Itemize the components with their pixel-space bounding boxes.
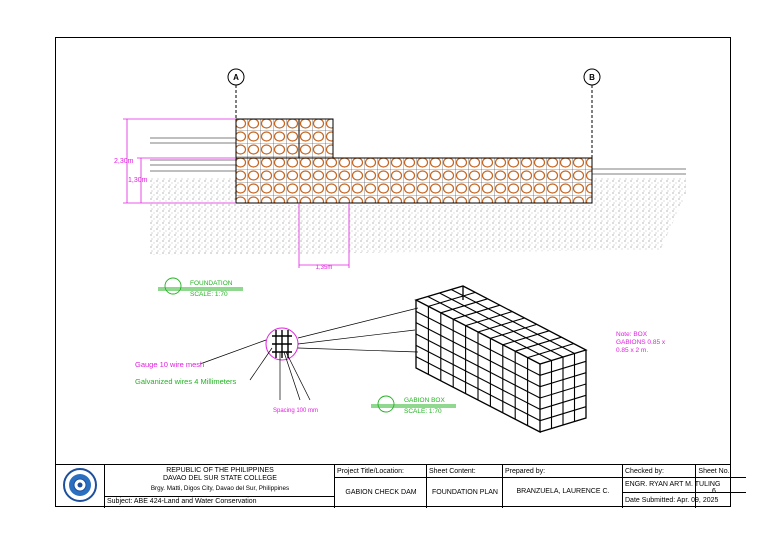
college-seal-logo <box>63 468 97 502</box>
gabion-top-block <box>235 118 334 159</box>
gabion-scale: SCALE: 1:70 <box>404 408 442 415</box>
date-value: Date Submitted: Apr. 09, 2025 <box>625 497 719 504</box>
foundation-symbol <box>158 277 243 295</box>
sheet-cell: Sheet No. 6 <box>695 465 732 508</box>
address-text: Brgy. Matti, Digos City, Davao del Sur, … <box>150 485 290 492</box>
foundation-scale: SCALE: 1:70 <box>190 291 228 298</box>
checked-cell: Checked by: ENGR. RYAN ART M. TULING Dat… <box>622 465 746 508</box>
note-gauge: Gauge 10 wire mesh <box>135 360 204 369</box>
mesh-line <box>415 310 541 376</box>
box-note-1: Note: BOX <box>616 331 648 338</box>
note-spacing: Spacing 100 mm <box>273 408 318 414</box>
dim-width-bottom: 1,35m <box>316 265 333 271</box>
school-cell: REPUBLIC OF THE PHILIPPINES DAVAO DEL SU… <box>104 465 335 508</box>
drawing-sheet <box>55 37 731 507</box>
leader-lines <box>199 307 419 401</box>
marker-b-label: B <box>589 73 595 82</box>
box-note-2: GABIONS 0.85 x <box>616 339 666 346</box>
dim-height-total: 2,30m <box>114 158 134 165</box>
checked-value: ENGR. RYAN ART M. TULING <box>625 481 721 488</box>
gabion-title: GABION BOX <box>404 397 445 404</box>
water-lines-left <box>150 137 236 172</box>
mesh-line <box>415 322 541 388</box>
note-galvanized: Galvanized wires 4 Millimeters <box>135 377 237 386</box>
gabion-symbol <box>371 395 456 413</box>
prepared-cell: Prepared by: BRANZUELA, LAURENCE C. <box>502 465 623 508</box>
content-value: FOUNDATION PLAN <box>432 489 498 496</box>
gabion-base-block <box>235 157 593 204</box>
mesh-line <box>539 360 587 376</box>
republic-text: REPUBLIC OF THE PHILIPPINES <box>166 467 274 474</box>
checked-head: Checked by: <box>625 468 664 475</box>
content-head: Sheet Content: <box>429 468 476 475</box>
project-head: Project Title/Location: <box>337 468 404 475</box>
marker-b <box>583 68 601 158</box>
foundation-title: FOUNDATION <box>190 280 233 287</box>
marker-a-label: A <box>233 73 239 82</box>
subject-text: Subject: ABE 424-Land and Water Conserva… <box>107 498 257 505</box>
prepared-value: BRANZUELA, LAURENCE C. <box>516 488 610 495</box>
dim-height-lower: 1,30m <box>128 177 148 184</box>
project-cell: Project Title/Location: GABION CHECK DAM <box>334 465 427 508</box>
mesh-line <box>427 296 552 361</box>
mesh-line <box>439 292 564 358</box>
sheet-value: 6 <box>712 488 716 495</box>
mesh-line <box>539 383 587 399</box>
gabion-box-grid <box>415 289 587 429</box>
prepared-head: Prepared by: <box>505 468 546 475</box>
mesh-line <box>415 333 541 399</box>
ground-soil <box>150 178 686 255</box>
content-cell: Sheet Content: FOUNDATION PLAN <box>426 465 503 508</box>
box-note-3: 0.85 x 2 m. <box>616 347 648 354</box>
dimension-lines <box>123 118 350 268</box>
mesh-line <box>539 372 587 388</box>
project-value: GABION CHECK DAM <box>345 489 417 496</box>
mesh-line <box>415 356 541 422</box>
mesh-line <box>539 394 587 410</box>
mesh-line <box>539 406 587 422</box>
title-block: REPUBLIC OF THE PHILIPPINES DAVAO DEL SU… <box>55 464 746 508</box>
mesh-line <box>415 344 541 410</box>
water-lines-right <box>592 168 686 175</box>
sheet-head: Sheet No. <box>698 468 730 475</box>
college-text: DAVAO DEL SUR STATE COLLEGE <box>163 475 277 482</box>
mesh-detail-wires <box>272 330 292 358</box>
mesh-line <box>450 289 575 354</box>
marker-a <box>227 68 245 119</box>
